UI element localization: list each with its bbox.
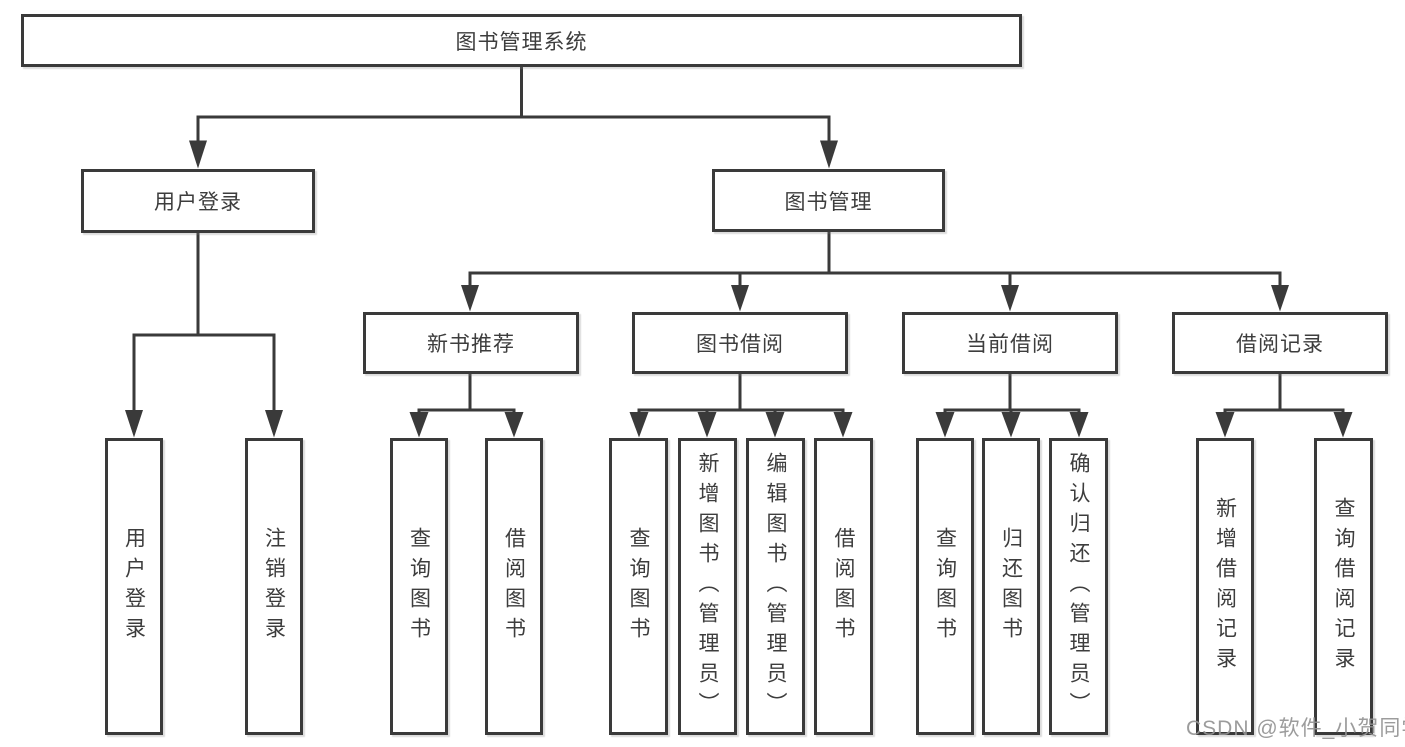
arrowhead: [833, 412, 853, 438]
arrowhead: [629, 412, 649, 438]
leaf-records-add-record-label: 新增借阅记录: [1213, 496, 1237, 677]
connector-current-to-leaves: [943, 374, 1081, 416]
node-book-management: 图书管理: [712, 169, 945, 232]
arrowhead: [820, 140, 838, 169]
arrowhead: [1001, 285, 1019, 312]
leaf-borrow-borrow-book: 借阅图书: [814, 438, 873, 735]
arrowhead: [265, 410, 283, 438]
leaf-current-query-book: 查询图书: [916, 438, 974, 735]
leaf-borrow-add-book-label: 新增图书（管理员）: [696, 451, 720, 722]
leaf-records-add-record: 新增借阅记录: [1196, 438, 1254, 735]
leaf-borrow-borrow-book-label: 借阅图书: [832, 526, 856, 647]
connector-root-to-level2: [196, 66, 831, 143]
connector-records-to-leaves: [1223, 374, 1345, 416]
node-root: 图书管理系统: [21, 14, 1022, 67]
leaf-current-confirm-return-label: 确认归还（管理员）: [1067, 451, 1091, 722]
node-borrow-records: 借阅记录: [1172, 312, 1388, 374]
arrowhead: [189, 140, 207, 169]
leaf-recommend-borrow-book: 借阅图书: [485, 438, 543, 735]
leaf-borrow-add-book: 新增图书（管理员）: [678, 438, 737, 735]
leaf-user-login: 用户登录: [105, 438, 163, 735]
arrowhead: [409, 412, 429, 438]
arrowhead: [1001, 412, 1021, 438]
leaf-current-confirm-return: 确认归还（管理员）: [1049, 438, 1108, 735]
arrowhead: [1271, 285, 1289, 312]
leaf-records-query-record: 查询借阅记录: [1314, 438, 1373, 735]
leaf-recommend-query-book-label: 查询图书: [407, 526, 431, 647]
leaf-borrow-edit-book: 编辑图书（管理员）: [746, 438, 805, 735]
leaf-current-query-book-label: 查询图书: [933, 526, 957, 647]
arrowhead: [697, 412, 717, 438]
node-book-management-label: 图书管理: [784, 190, 873, 214]
node-user-login-label: 用户登录: [154, 191, 242, 214]
leaf-recommend-borrow-book-label: 借阅图书: [502, 526, 526, 647]
arrowhead: [1333, 412, 1353, 438]
arrowhead: [1215, 412, 1235, 438]
arrowhead: [125, 410, 143, 438]
arrowhead: [1069, 412, 1089, 438]
arrowhead: [461, 285, 479, 312]
node-new-book-recommend-label: 新书推荐: [427, 333, 515, 356]
leaf-records-query-record-label: 查询借阅记录: [1332, 496, 1356, 677]
node-current-borrow-label: 当前借阅: [966, 333, 1054, 356]
arrowhead: [504, 412, 524, 438]
connector-recommend-to-leaves: [417, 374, 516, 416]
leaf-recommend-query-book: 查询图书: [390, 438, 448, 735]
arrowhead: [731, 285, 749, 312]
node-borrow-records-label: 借阅记录: [1236, 333, 1324, 356]
node-book-borrow-label: 图书借阅: [696, 333, 784, 356]
node-book-borrow: 图书借阅: [632, 312, 848, 374]
leaf-logout: 注销登录: [245, 438, 303, 735]
leaf-borrow-query-book-label: 查询图书: [627, 526, 651, 647]
node-user-login: 用户登录: [81, 169, 315, 233]
arrowhead: [935, 412, 955, 438]
csdn-watermark: CSDN @软件_小贺同学: [1186, 717, 1405, 740]
connector-borrow-to-leaves: [637, 374, 845, 416]
leaf-current-return-book-label: 归还图书: [999, 526, 1023, 647]
connector-book-mgmt-to-level3: [468, 232, 1282, 288]
arrowhead: [765, 412, 785, 438]
node-root-label: 图书管理系统: [455, 30, 588, 54]
leaf-borrow-query-book: 查询图书: [609, 438, 668, 735]
leaf-logout-label: 注销登录: [262, 526, 286, 647]
leaf-user-login-label: 用户登录: [122, 526, 146, 647]
node-current-borrow: 当前借阅: [902, 312, 1118, 374]
connector-user-login-to-leaves: [132, 233, 276, 413]
leaf-borrow-edit-book-label: 编辑图书（管理员）: [764, 451, 788, 722]
node-new-book-recommend: 新书推荐: [363, 312, 579, 374]
leaf-current-return-book: 归还图书: [982, 438, 1040, 735]
